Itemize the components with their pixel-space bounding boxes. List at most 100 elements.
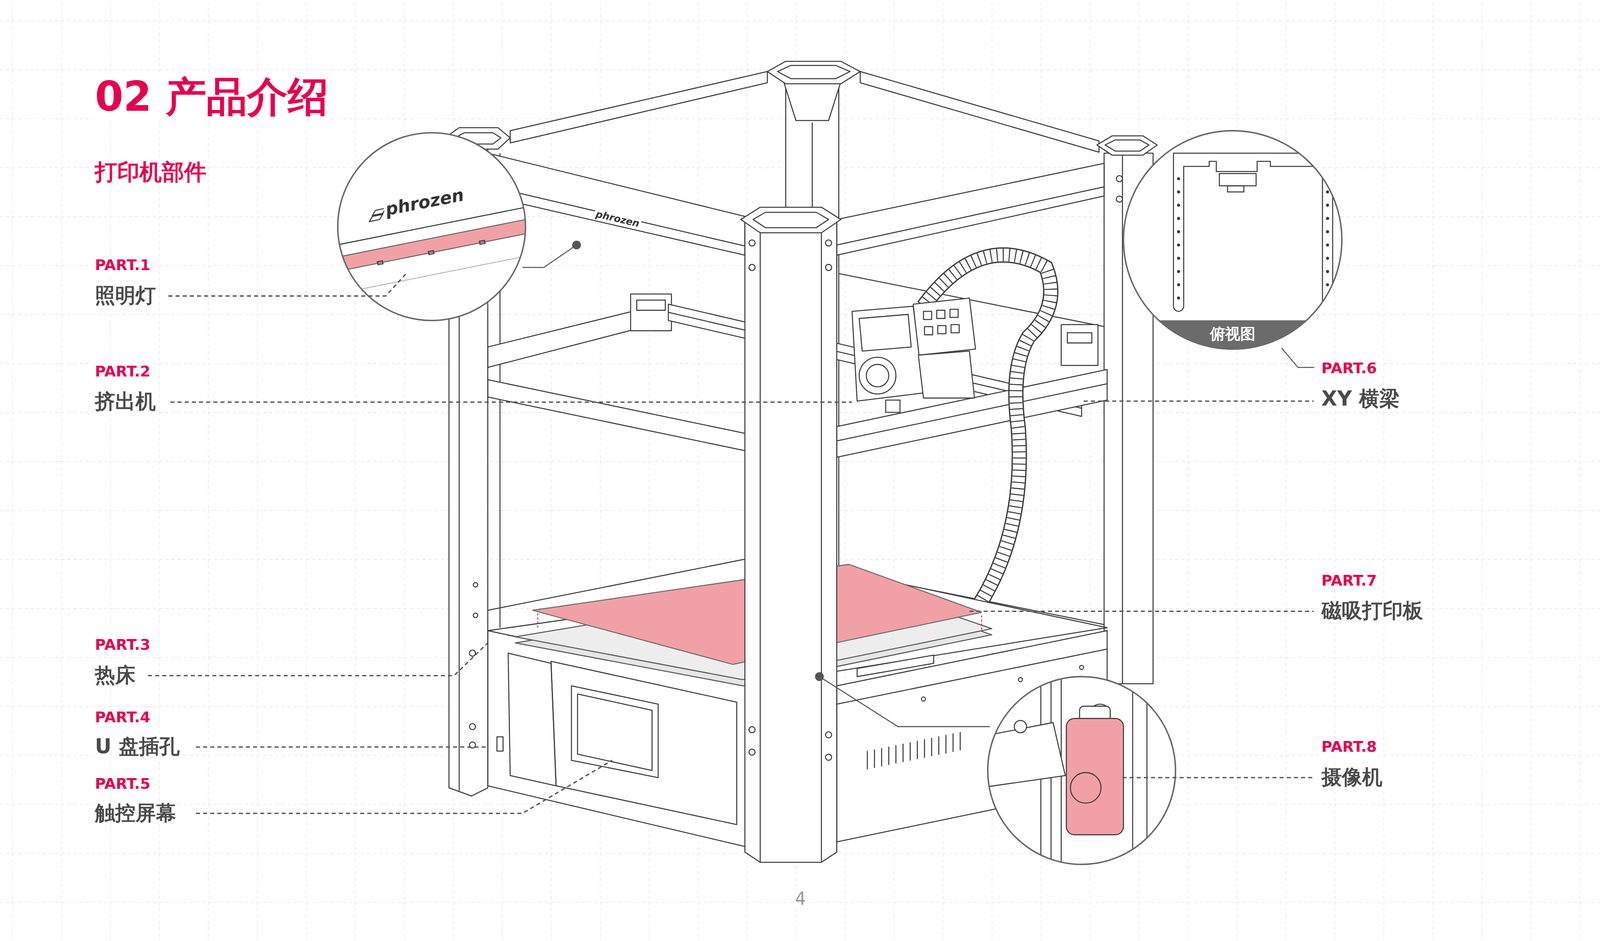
printer-base-part [1079,665,1084,670]
magnifier-top-view-part [1173,306,1333,312]
printer-posts-part [487,152,745,255]
printer-posts-part [487,185,745,246]
magnifier-top-view-part [1173,152,1333,306]
printer-frame-part [777,65,851,79]
leader-line-part [196,746,489,748]
magnifier-top-view-part [1281,348,1315,368]
printer-posts-part [825,731,832,738]
magnetic-plate-part [981,615,983,631]
part-name: 挤出机 [93,389,158,414]
magnifier-light-part [326,252,542,297]
printer-posts-part [749,239,755,246]
leader-line-part [1083,400,1314,402]
printer-frame-part [1067,332,1092,344]
part-number: PART.8 [1319,738,1379,756]
leader-line-part [170,401,853,403]
printer-posts-part [469,723,476,730]
printer-posts-part [469,650,476,657]
printer-posts-part [825,264,832,271]
printer-base-part [867,731,961,770]
printer-base-part [577,694,653,771]
printer-frame-part [783,81,841,121]
magnifier-top-view-part [1183,161,1323,307]
leader-line-part [969,610,1314,612]
printer-posts-part [759,232,761,863]
magnifier-light-part [369,208,386,222]
magnifier-camera-part [987,676,1176,865]
printer-base-part [550,661,737,825]
magnifier-camera-part [1066,718,1124,835]
part-number: PART.4 [93,709,152,727]
leader-line-part [147,643,488,676]
part-name: 摄像机 [1319,765,1385,789]
leader-line-part [168,273,407,297]
printer-base-part [571,685,659,778]
printer-base-part [507,652,556,786]
extruder-part [859,314,912,351]
callout-pointer-part [815,672,824,681]
magnifier-light-part [326,204,542,297]
printer-posts-part [740,207,841,233]
printer-frame-part [860,71,1099,153]
printer-frame-part [1061,324,1099,366]
callout-pointer-part [819,676,991,727]
printer-frame-part [1116,175,1123,182]
section-heading: 打印机部件 [93,159,208,186]
magnifier-top-view-part [1173,152,1333,312]
printer-base-part [921,697,926,702]
extruder-part [859,357,897,395]
extruder-part [885,400,900,413]
printer-posts-part [825,239,832,246]
printer-frame-part [1116,196,1123,202]
extruder-part [852,306,924,402]
printer-frame-part [836,163,1104,256]
printer-frame-part [767,61,861,84]
printer-frame-part [636,300,666,311]
callout-pointer-part [572,241,581,249]
part-number: PART.6 [1319,360,1379,378]
printer-posts-part [836,255,838,268]
printer-posts-part [473,582,478,587]
magnifier-top-view-part [1123,130,1342,350]
extruder-part [866,364,889,387]
part-number: PART.5 [93,775,152,793]
part-name: 照明灯 [93,283,158,308]
magnifier-camera-part [1070,772,1102,804]
magnifier-top-view [1123,130,1342,368]
callout-pointer [522,241,990,727]
band-shape-fill [1159,320,1307,350]
printer-frame-part [836,186,1104,246]
part-number: PART.1 [93,256,152,275]
view-label-band: 俯视图 [1159,320,1307,350]
view-label: 俯视图 [1159,320,1307,343]
printer-posts-part [749,264,755,271]
printer-posts-part [752,212,829,228]
extruder-part [913,298,976,355]
leader-line [147,273,1314,814]
printer-frame-part [487,306,653,368]
printer-frame-part [510,71,768,144]
leader-line-part [1122,776,1314,779]
magnifier-top-view-part [1219,173,1257,187]
printer-base-part [1018,677,1023,682]
magnifier-light-part [479,240,485,245]
printer-posts-part [745,222,838,863]
part-name: U 盘插孔 [93,734,181,759]
part-name: 触控屏幕 [93,801,178,825]
magnifier-top-view-part [1227,185,1244,192]
extruder-part [923,309,960,335]
part-name: XY 横梁 [1319,386,1402,411]
magnifier-light-part [428,250,434,255]
printer-frame-part [1096,135,1157,156]
leader-line-part [196,760,613,814]
magnifier-camera [979,673,1176,868]
part-name: 热床 [93,663,138,687]
magnifier-light-part [326,216,542,274]
printer-frame-part [1105,139,1150,151]
part-number: PART.2 [93,363,152,381]
extruder [852,298,976,413]
part-name: 磁吸打印板 [1319,598,1425,623]
